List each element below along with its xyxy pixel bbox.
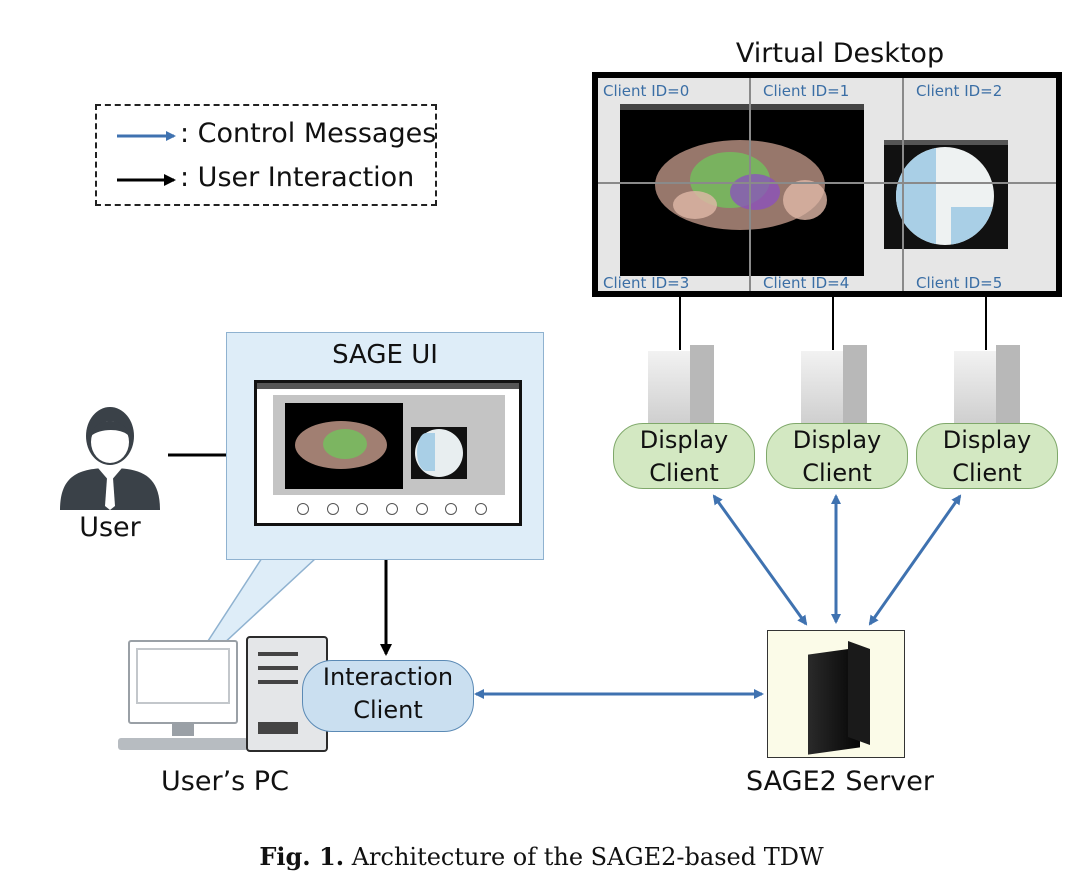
users-pc-label: User’s PC [161,766,289,797]
user-icon [60,407,160,510]
display-server-icon-3 [954,345,1020,423]
legend-control-label: : Control Messages [180,118,437,149]
user-label: User [79,512,141,543]
sage-ui-globe [411,427,467,479]
virtual-desktop: Client ID=0 Client ID=1 Client ID=2 Clie… [592,72,1062,297]
sage2-server-box [767,630,905,758]
control-arrow-3 [868,494,962,626]
caption-text: Architecture of the SAGE2-based TDW [351,843,824,871]
control-arrow-1 [712,494,808,626]
client-id-2: Client ID=2 [916,82,1003,100]
display-client-3: Display Client [916,423,1058,489]
globe-image [896,147,994,245]
sage2-server-label: SAGE2 Server [746,766,934,797]
molecule-image [655,140,827,230]
display-server-icon-1 [648,345,714,423]
tile-divider-1 [749,78,751,291]
display-server-icon-2 [801,345,867,423]
caption-prefix: Fig. 1. [259,842,345,871]
client-id-5: Client ID=5 [916,274,1003,292]
display-client-1: Display Client [613,423,755,489]
figure-caption: Fig. 1. Architecture of the SAGE2-based … [0,842,1083,871]
virtual-desktop-title: Virtual Desktop [735,38,945,69]
display-client-2: Display Client [766,423,908,489]
sage-ui-toolbar [297,503,487,517]
sage-ui-title: SAGE UI [332,340,438,370]
pc-monitor-icon [128,640,238,724]
client-id-3: Client ID=3 [603,274,690,292]
molecule-window [620,104,864,276]
client-id-0: Client ID=0 [603,82,690,100]
client-id-4: Client ID=4 [763,274,850,292]
legend-interaction-label: : User Interaction [180,162,415,193]
sage-ui-screenshot [254,380,522,526]
pc-monitor-stand [172,724,194,736]
pc-keyboard-icon [118,738,248,750]
client-id-1: Client ID=1 [763,82,850,100]
legend [95,104,437,206]
interaction-client: Interaction Client [302,660,474,732]
sage-ui-molecule [285,403,403,489]
tile-divider-2 [902,78,904,291]
tile-divider-horizontal [598,182,1056,184]
